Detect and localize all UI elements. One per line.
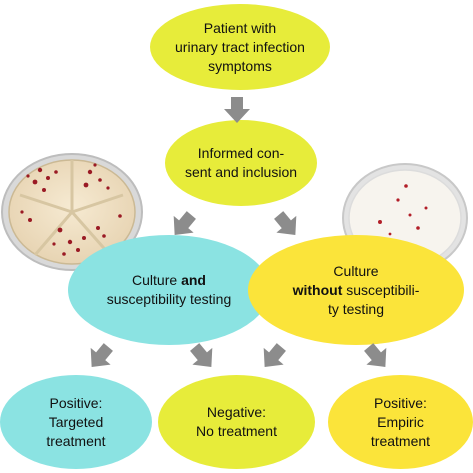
consent-line-2: sent and inclusion xyxy=(184,164,298,180)
positive-targeted-line-2: Targeted xyxy=(48,413,104,430)
culture-without-line-1: Culture xyxy=(333,262,379,279)
culture-with-prefix: Culture xyxy=(132,272,182,288)
culture-with-line-1: Culture and xyxy=(107,271,232,290)
arrow-down-left-icon xyxy=(173,211,196,235)
patient-line-3: symptoms xyxy=(208,57,272,74)
arrow-down-icon xyxy=(224,97,250,123)
negative-line-1: Negative: xyxy=(206,404,267,420)
positive-empiric-node: Positive: Empiric treatment xyxy=(328,375,473,469)
positive-empiric-line-1: Positive: xyxy=(374,394,427,411)
negative-no-treatment-node: Negative: No treatment xyxy=(158,375,315,469)
culture-without-bold: without xyxy=(292,281,343,298)
culture-without-suffix: susceptibili- xyxy=(342,281,420,298)
patient-symptoms-node: Patient with urinary tract infection sym… xyxy=(150,4,330,90)
culture-with-line-2: susceptibility testing xyxy=(106,291,232,307)
arrow-down-left-icon xyxy=(263,343,286,367)
arrow-down-right-icon xyxy=(364,343,387,367)
culture-with-bold: and xyxy=(181,272,206,288)
culture-plate-sectored-image xyxy=(1,153,143,271)
patient-line-2: urinary tract infection xyxy=(175,38,305,55)
positive-empiric-line-2: Empiric xyxy=(377,413,424,430)
culture-without-line-3: ty testing xyxy=(327,300,384,317)
negative-line-2: No treatment xyxy=(196,423,277,439)
culture-with-susceptibility-node: Culture and susceptibility testing xyxy=(68,235,270,345)
patient-line-1: Patient with xyxy=(203,19,277,36)
positive-targeted-line-3: treatment xyxy=(46,432,106,449)
consent-line-1: Informed con- xyxy=(197,145,285,161)
culture-without-susceptibility-node: Culture without susceptibili- ty testing xyxy=(248,235,464,345)
positive-empiric-line-3: treatment xyxy=(370,432,431,449)
arrow-down-left-icon xyxy=(90,343,113,367)
informed-consent-node: Informed con- sent and inclusion xyxy=(165,120,317,206)
positive-targeted-line-1: Positive: xyxy=(49,394,103,411)
positive-targeted-node: Positive: Targeted treatment xyxy=(0,375,152,469)
arrow-down-right-icon xyxy=(190,343,213,367)
arrow-down-right-icon xyxy=(274,211,297,235)
culture-without-line-2: without susceptibili- xyxy=(293,281,420,300)
